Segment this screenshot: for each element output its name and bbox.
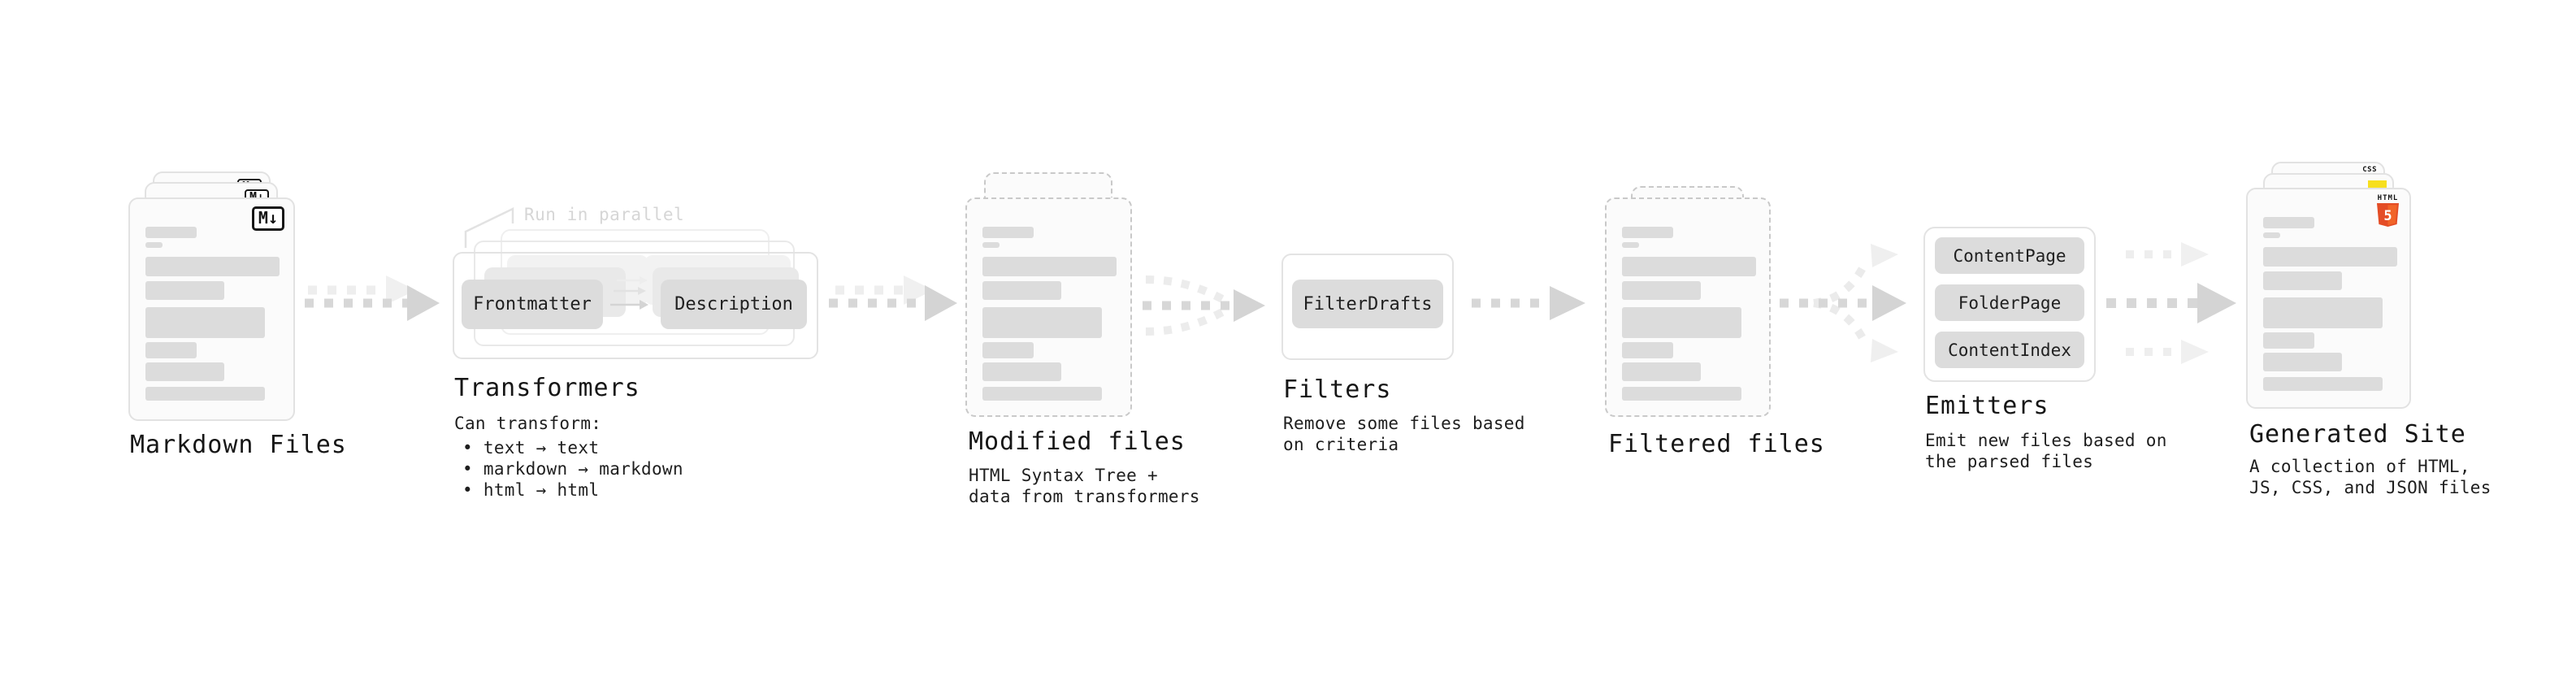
flow-arrow-modified-to-filters bbox=[1143, 275, 1265, 336]
modified-files-title: Modified files bbox=[969, 427, 1186, 456]
run-in-parallel-label: Run in parallel bbox=[524, 205, 685, 224]
node-emitters: ContentPage FolderPage ContentIndex Emit… bbox=[1923, 227, 2166, 495]
desc-line: on criteria bbox=[1283, 435, 1399, 454]
emitters-frame bbox=[1923, 227, 2096, 382]
flow-arrow-transformers-to-modified bbox=[829, 275, 957, 321]
transformers-title: Transformers bbox=[454, 374, 640, 402]
markdown-file-card-front: M↓ bbox=[128, 197, 295, 421]
modified-file-card-front bbox=[965, 197, 1132, 417]
bullet-line: • text → text bbox=[462, 438, 600, 458]
node-markdown-files: M↓ M↓ M↓ Markdown Files bbox=[128, 171, 346, 458]
desc-line: A collection of HTML, bbox=[2249, 457, 2470, 476]
generated-site-title: Generated Site bbox=[2249, 420, 2466, 449]
node-generated-site: CSS HTML 5 bbox=[2246, 162, 2491, 511]
skeleton-text-lines bbox=[2263, 217, 2398, 391]
skeleton-text-lines bbox=[1622, 227, 1757, 401]
filtered-file-card-front bbox=[1605, 197, 1771, 417]
bullet-line: • html → html bbox=[462, 480, 600, 500]
flow-arrow-filtered-to-emitters bbox=[1780, 244, 1906, 362]
description-box: Description bbox=[661, 280, 807, 329]
filters-title: Filters bbox=[1283, 375, 1392, 404]
skeleton-text-lines bbox=[145, 227, 280, 401]
transformer-frame-front bbox=[453, 252, 818, 359]
contentpage-box: ContentPage bbox=[1935, 237, 2084, 274]
skeleton-text-lines bbox=[982, 227, 1117, 401]
html5-icon: HTML 5 bbox=[2377, 195, 2399, 230]
transform-step-arrows bbox=[610, 276, 648, 310]
desc-line: Remove some files based bbox=[1283, 414, 1525, 433]
filterdrafts-box: FilterDrafts bbox=[1292, 280, 1443, 328]
filters-desc: Remove some files based on criteria bbox=[1283, 413, 1525, 455]
bullet-line: • markdown → markdown bbox=[462, 459, 683, 479]
markdown-icon: M↓ bbox=[251, 206, 284, 231]
flow-arrow-emitters-to-generated bbox=[2106, 242, 2236, 364]
contentindex-box: ContentIndex bbox=[1935, 332, 2084, 368]
generated-site-desc: A collection of HTML, JS, CSS, and JSON … bbox=[2249, 456, 2491, 498]
node-filtered-files: Filtered files bbox=[1605, 186, 1824, 462]
node-transformers: Frontmatter Description Run in parallel … bbox=[453, 199, 835, 540]
folderpage-box: FolderPage bbox=[1935, 284, 2084, 321]
desc-line: data from transformers bbox=[969, 487, 1200, 506]
node-modified-files: Modified files HTML Syntax Tree + data f… bbox=[965, 172, 1199, 522]
flow-arrow-markdown-to-transformers bbox=[305, 275, 440, 321]
transformers-bullets: • text → text • markdown → markdown • ht… bbox=[462, 437, 683, 501]
js-file-icon bbox=[2368, 180, 2387, 189]
node-filters: FilterDrafts Filters Remove some files b… bbox=[1281, 254, 1524, 473]
transformers-desc-heading: Can transform: bbox=[454, 414, 602, 433]
svg-text:5: 5 bbox=[2383, 208, 2392, 224]
flow-arrow-filters-to-filtered bbox=[1472, 286, 1585, 320]
desc-line: the parsed files bbox=[1925, 452, 2094, 471]
filtered-files-title: Filtered files bbox=[1608, 430, 1825, 458]
emitters-desc: Emit new files based on the parsed files bbox=[1925, 430, 2167, 472]
markdown-files-title: Markdown Files bbox=[130, 431, 347, 459]
desc-line: JS, CSS, and JSON files bbox=[2249, 478, 2491, 497]
filters-frame bbox=[1281, 254, 1454, 360]
frontmatter-box: Frontmatter bbox=[462, 280, 603, 329]
emitters-title: Emitters bbox=[1925, 392, 2049, 420]
desc-line: Emit new files based on bbox=[1925, 431, 2167, 450]
html-file-card: HTML 5 bbox=[2246, 188, 2411, 409]
desc-line: HTML Syntax Tree + bbox=[969, 466, 1158, 485]
modified-files-desc: HTML Syntax Tree + data from transformer… bbox=[969, 465, 1200, 507]
run-in-parallel-leader-line bbox=[464, 207, 514, 248]
